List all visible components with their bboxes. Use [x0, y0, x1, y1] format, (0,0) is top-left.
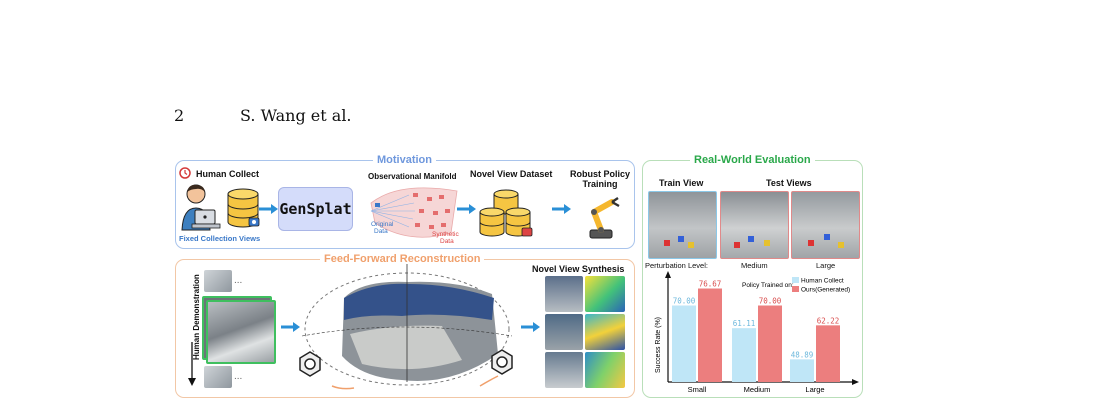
- nvs-rgb-3: [545, 352, 583, 388]
- bar-value-label: 70.00: [673, 297, 696, 306]
- scene-objects: [664, 234, 844, 248]
- legend-entry: Ours(Generated): [801, 287, 850, 294]
- manifold-diagram: [370, 187, 458, 238]
- nvs-depth-2: [585, 314, 625, 350]
- arrow-icon: [281, 322, 300, 332]
- ellipsis-bottom: ...: [234, 371, 243, 382]
- nvs-rgb-2: [545, 314, 583, 350]
- arrow-icon: [552, 204, 571, 214]
- down-arrow: [188, 342, 196, 386]
- x-tick-label: Large: [805, 385, 824, 394]
- human-collect-label: Human Collect: [196, 169, 260, 179]
- bar: [672, 305, 696, 382]
- train-view-label: Train View: [659, 178, 704, 188]
- feed-forward-title: Feed-Forward Reconstruction: [320, 253, 485, 265]
- level-large-label: Large: [816, 261, 836, 270]
- clock-icon: [179, 167, 191, 179]
- bar: [698, 288, 722, 382]
- y-axis-arrow: [665, 271, 671, 278]
- evaluation-title: Real-World Evaluation: [690, 154, 815, 166]
- arrow-icon: [259, 204, 278, 214]
- legend-swatch: [792, 286, 799, 292]
- legend-title: Policy Trained on:: [742, 282, 794, 289]
- x-tick-label: Small: [688, 385, 707, 394]
- ellipsis-top: ...: [234, 275, 243, 286]
- fixed-views-label: Fixed Collection Views: [179, 234, 261, 243]
- perturbation-label: Perturbation Level:: [645, 261, 708, 270]
- bar: [758, 305, 782, 382]
- nvs-depth-1: [585, 276, 625, 312]
- demo-frame-main: [206, 300, 276, 364]
- bar-value-label: 76.67: [699, 279, 722, 288]
- bar-value-label: 70.00: [759, 297, 782, 306]
- gensplat-box: GenSplat: [278, 187, 353, 231]
- x-axis-arrow: [852, 379, 859, 385]
- database-stack-icon: [479, 189, 533, 237]
- x-tick-label: Medium: [744, 385, 771, 394]
- novel-view-dataset-label: Novel View Dataset: [470, 169, 553, 179]
- demo-frame-top: [204, 270, 232, 292]
- nvs-depth-3: [585, 352, 625, 388]
- database-icon: [227, 188, 260, 228]
- page-number: 2: [174, 106, 185, 125]
- novel-view-synthesis-label: Novel View Synthesis: [532, 264, 625, 274]
- running-authors: S. Wang et al.: [240, 106, 352, 125]
- reconstruction-visual: [299, 264, 513, 390]
- level-medium-label: Medium: [741, 261, 768, 270]
- legend-swatch: [792, 277, 799, 283]
- test-view-medium-image: [720, 191, 789, 259]
- legend-entry: Human Collect: [801, 278, 844, 285]
- bar: [816, 325, 840, 382]
- demo-frame-bottom: [204, 366, 232, 388]
- robot-arm-icon: [589, 197, 620, 239]
- arrow-icon: [521, 322, 540, 332]
- bar-value-label: 61.11: [733, 319, 756, 328]
- train-view-image: [648, 191, 717, 259]
- success-rate-chart: Success Rate (%) Policy Trained on: Human …: [655, 271, 859, 394]
- bar-value-label: 62.22: [817, 316, 840, 325]
- manifold-label: Observational Manifold: [368, 172, 457, 181]
- person-laptop-icon: [181, 184, 221, 231]
- bar-value-label: 48.89: [791, 350, 814, 359]
- nvs-rgb-1: [545, 276, 583, 312]
- test-views-label: Test Views: [766, 178, 812, 188]
- bar: [732, 328, 756, 382]
- arrow-icon: [457, 204, 476, 214]
- motivation-title: Motivation: [373, 154, 436, 166]
- y-axis-label: Success Rate (%): [655, 317, 662, 373]
- test-view-large-image: [791, 191, 860, 259]
- bar: [790, 359, 814, 382]
